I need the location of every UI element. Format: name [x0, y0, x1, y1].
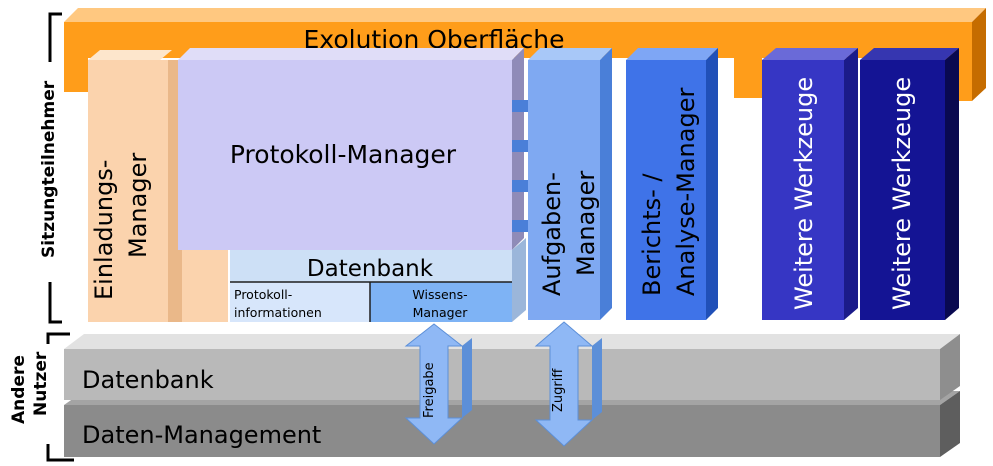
access-arrow: Zugriff	[534, 321, 602, 447]
further-tools-1-label: Weitere Werkzeuge	[790, 77, 818, 310]
invitation-manager-line2: Manager	[124, 153, 152, 258]
invitation-manager-line1: Einladungs-	[90, 160, 118, 300]
other-users-label-line1: Andere	[9, 355, 29, 424]
release-arrow: Freigabe	[404, 323, 472, 445]
further-tools-block-2: Weitere Werkzeuge	[860, 48, 959, 320]
report-manager-line1: Berichts- /	[638, 173, 666, 296]
knowledge-manager-line2: Manager	[413, 305, 469, 320]
protocol-info-line1: Protokoll-	[234, 287, 292, 302]
task-manager-line2: Manager	[572, 171, 600, 276]
data-management-label: Daten-Management	[82, 421, 321, 449]
database-box: Datenbank Protokoll- informationen Wisse…	[230, 238, 526, 322]
further-tools-block-1: Weitere Werkzeuge	[762, 48, 858, 320]
participants-label: Sitzungteilnehmer	[39, 80, 59, 258]
further-tools-2-label: Weitere Werkzeuge	[888, 77, 916, 310]
task-manager-block: Aufgaben- Manager	[512, 48, 612, 320]
access-arrow-label: Zugriff	[551, 368, 566, 412]
knowledge-manager-line1: Wissens-	[412, 287, 467, 302]
task-manager-line1: Aufgaben-	[538, 172, 566, 296]
release-arrow-label: Freigabe	[422, 362, 437, 418]
database-box-title: Datenbank	[307, 256, 434, 282]
protocol-manager-label: Protokoll-Manager	[230, 140, 457, 169]
protocol-info-line2: informationen	[234, 305, 322, 320]
protocol-manager-block: Protokoll-Manager	[178, 48, 524, 250]
participants-bracket: Sitzungteilnehmer	[39, 12, 62, 324]
other-users-bracket: Andere Nutzer	[9, 332, 74, 462]
data-management-layer: Daten-Management	[64, 391, 960, 457]
other-users-label-line2: Nutzer	[31, 351, 51, 416]
report-analysis-manager-block: Berichts- / Analyse-Manager	[626, 48, 718, 320]
report-manager-line2: Analyse-Manager	[672, 88, 700, 296]
database-layer-label: Datenbank	[82, 366, 214, 394]
database-layer: Datenbank	[64, 334, 960, 400]
